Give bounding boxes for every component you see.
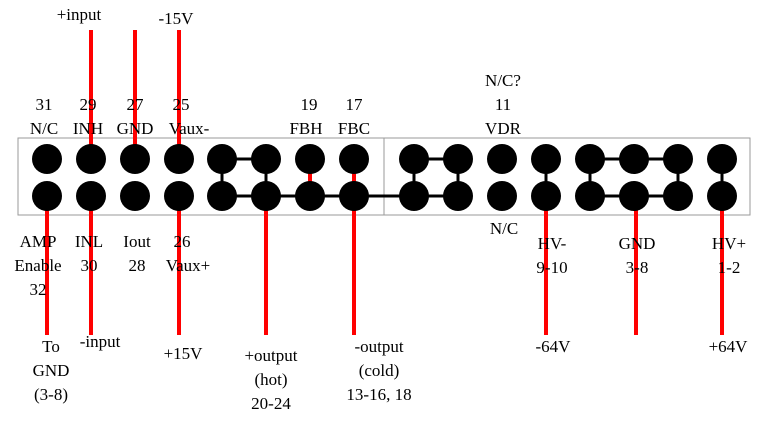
amp-enable-label-3: 32 — [30, 280, 47, 299]
pin-32 — [32, 181, 62, 211]
pin-7 — [575, 144, 605, 174]
pin-29-number: 29 — [80, 95, 97, 114]
pin-5 — [619, 144, 649, 174]
pin-6 — [619, 181, 649, 211]
pin-31 — [32, 144, 62, 174]
pin-27 — [120, 144, 150, 174]
pin-8 — [575, 181, 605, 211]
minus-output-label-2: (cold) — [359, 361, 400, 380]
nc-label: N/C — [490, 219, 518, 238]
plus-input-label: +input — [57, 5, 102, 24]
pins-bottom-row — [32, 181, 737, 211]
pins-top-row — [32, 144, 737, 174]
pin-17-number: 17 — [346, 95, 364, 114]
pin-15 — [399, 144, 429, 174]
pin-21 — [251, 144, 281, 174]
plus-output-label-2: (hot) — [254, 370, 287, 389]
connector-body — [17, 137, 751, 216]
pin-12 — [487, 181, 517, 211]
pin-17-name: FBC — [338, 119, 370, 138]
minus-output-label-1: -output — [354, 337, 403, 356]
pin-17 — [339, 144, 369, 174]
inl-label-1: INL — [75, 232, 103, 251]
pin-2 — [707, 181, 737, 211]
iout-label-1: Iout — [123, 232, 151, 251]
plus-64v-label: +64V — [709, 337, 749, 356]
pin-18 — [339, 181, 369, 211]
pin-4 — [663, 181, 693, 211]
pin-10 — [531, 181, 561, 211]
minus-output-label-3: 13-16, 18 — [346, 385, 411, 404]
minus-input-label: -input — [80, 332, 121, 351]
pin-26 — [164, 181, 194, 211]
pin-11-name: VDR — [485, 119, 522, 138]
pin-20 — [295, 181, 325, 211]
hv-plus-label-2: 1-2 — [718, 258, 741, 277]
iout-label-2: 28 — [129, 256, 146, 275]
pin-19-number: 19 — [301, 95, 318, 114]
pin-16 — [399, 181, 429, 211]
pin-25-number: 25 — [173, 95, 190, 114]
to-gnd-label-1: To — [42, 337, 60, 356]
pin-9 — [531, 144, 561, 174]
pin-31-name: N/C — [30, 119, 58, 138]
hv-minus-label-2: 9-10 — [536, 258, 567, 277]
pin-19-name: FBH — [289, 119, 322, 138]
pin-19 — [295, 144, 325, 174]
pin-27-name: GND — [117, 119, 154, 138]
gnd-label-2: 3-8 — [626, 258, 649, 277]
vaux-plus-label-2: Vaux+ — [166, 256, 211, 275]
to-gnd-label-2: GND — [33, 361, 70, 380]
pin-29 — [76, 144, 106, 174]
amp-enable-label-1: AMP — [20, 232, 57, 251]
gnd-label-1: GND — [619, 234, 656, 253]
minus-64v-label: -64V — [536, 337, 572, 356]
vaux-plus-label-1: 26 — [174, 232, 191, 251]
pin-11 — [487, 144, 517, 174]
pin-25-name: Vaux- — [169, 119, 210, 138]
minus-15v-label: -15V — [159, 9, 195, 28]
hv-plus-label-1: HV+ — [712, 234, 746, 253]
pin-22 — [251, 181, 281, 211]
pin-27-number: 27 — [127, 95, 145, 114]
pin-13 — [443, 144, 473, 174]
pin-29-name: INH — [73, 119, 103, 138]
pin-11-number: 11 — [495, 95, 511, 114]
pin-14 — [443, 181, 473, 211]
pin-1 — [707, 144, 737, 174]
inl-label-2: 30 — [81, 256, 98, 275]
pin-23 — [207, 144, 237, 174]
pin-11-question: N/C? — [485, 71, 521, 90]
pin-31-number: 31 — [36, 95, 53, 114]
plus-output-label-3: 20-24 — [251, 394, 291, 413]
amp-enable-label-2: Enable — [14, 256, 61, 275]
pin-3 — [663, 144, 693, 174]
plus-15v-label: +15V — [164, 344, 204, 363]
pin-30 — [76, 181, 106, 211]
pin-24 — [207, 181, 237, 211]
pin-25 — [164, 144, 194, 174]
plus-output-label-1: +output — [244, 346, 297, 365]
hv-minus-label-1: HV- — [538, 234, 567, 253]
pin-28 — [120, 181, 150, 211]
to-gnd-label-3: (3-8) — [34, 385, 68, 404]
